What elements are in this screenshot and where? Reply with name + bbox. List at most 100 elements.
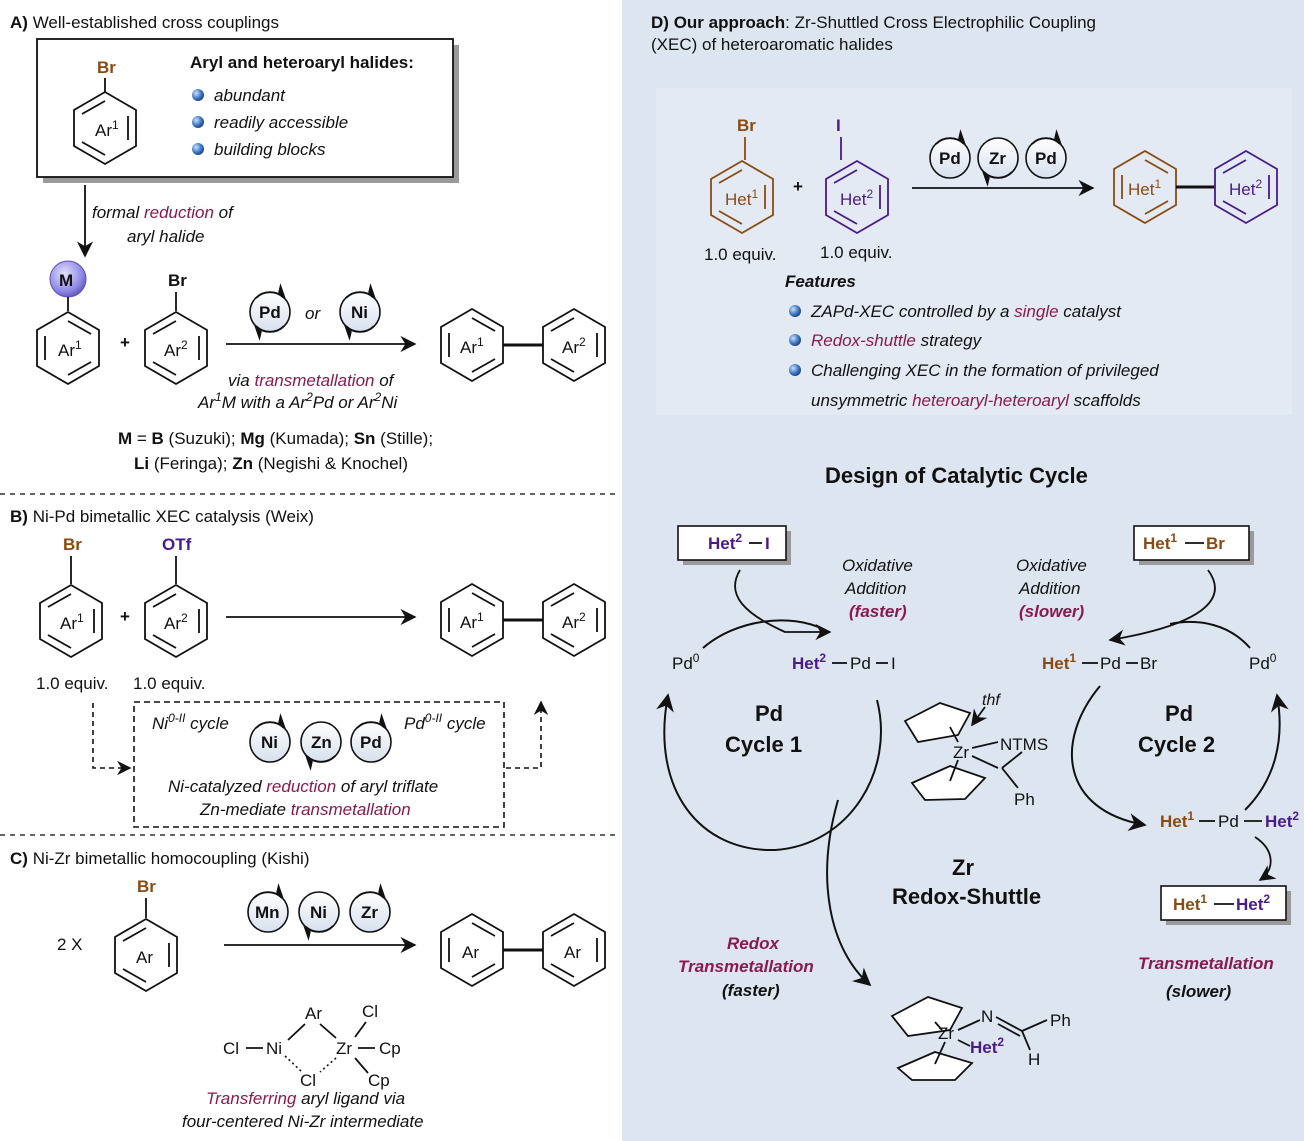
aryl-ring: Ar1 xyxy=(73,90,137,166)
het2-iodide-ring: Het2 xyxy=(825,159,889,235)
svg-text:Ar: Ar xyxy=(462,943,479,962)
svg-text:I: I xyxy=(891,654,896,673)
svg-text:Het1: Het1 xyxy=(1128,177,1161,199)
svg-text:(faster): (faster) xyxy=(849,602,907,621)
svg-text:Ni: Ni xyxy=(266,1039,282,1058)
via-note: via transmetallation of xyxy=(228,371,396,390)
svg-text:(slower): (slower) xyxy=(1166,982,1232,1001)
biaryl-product-c: Ar Ar xyxy=(440,912,606,988)
svg-text:(slower): (slower) xyxy=(1019,602,1085,621)
svg-text:Zr: Zr xyxy=(989,149,1006,168)
svg-text:Het1: Het1 xyxy=(1173,892,1207,914)
svg-text:Mn: Mn xyxy=(255,903,280,922)
box-item: building blocks xyxy=(214,140,326,159)
het-het-product: Het1 Het2 xyxy=(1113,149,1278,225)
bromine-label: Br xyxy=(97,58,116,77)
svg-text:Ar2: Ar2 xyxy=(562,610,586,632)
box-heading: Aryl and heteroaryl halides: xyxy=(190,53,414,72)
svg-text:Cp: Cp xyxy=(368,1071,390,1090)
aryl-bromide-ring: Ar2 xyxy=(144,310,208,386)
bromine-label: Br xyxy=(168,271,187,290)
svg-text:1.0 equiv.: 1.0 equiv. xyxy=(36,674,108,693)
svg-text:Het1: Het1 xyxy=(1160,809,1194,831)
svg-text:Ar: Ar xyxy=(564,943,581,962)
svg-text:Het2: Het2 xyxy=(970,1035,1004,1057)
cycle-1-arc xyxy=(656,693,882,852)
svg-text:Pd: Pd xyxy=(259,303,281,322)
svg-text:Ar1: Ar1 xyxy=(460,335,484,357)
panel-c: C) Ni-Zr bimetallic homocoupling (Kishi)… xyxy=(10,849,606,1131)
svg-text:Cl: Cl xyxy=(300,1071,316,1090)
svg-text:1.0 equiv.: 1.0 equiv. xyxy=(704,245,776,264)
svg-text:Cp: Cp xyxy=(379,1039,401,1058)
svg-text:Ar2: Ar2 xyxy=(562,335,586,357)
svg-text:Het1: Het1 xyxy=(725,187,758,209)
svg-text:I: I xyxy=(836,116,841,135)
svg-text:Ar1: Ar1 xyxy=(58,338,82,360)
svg-text:Cl: Cl xyxy=(223,1039,239,1058)
panel-b-title: B) Ni-Pd bimetallic XEC catalysis (Weix) xyxy=(10,507,314,526)
svg-text:four-centered Ni-Zr intermedia: four-centered Ni-Zr intermediate xyxy=(182,1112,424,1131)
svg-text:H: H xyxy=(1028,1050,1040,1069)
svg-text:Pd: Pd xyxy=(939,149,961,168)
svg-text:or: or xyxy=(305,304,321,323)
svg-text:Cycle 2: Cycle 2 xyxy=(1138,732,1215,757)
bullet-icon xyxy=(789,334,801,346)
cycle-2-arc-right xyxy=(1244,693,1289,811)
cycle-2-arc-top xyxy=(1169,620,1251,649)
svg-text:Zn-mediate transmetallation: Zn-mediate transmetallation xyxy=(199,800,411,819)
svg-text:Br: Br xyxy=(1140,654,1157,673)
svg-text:Zn: Zn xyxy=(311,733,332,752)
pd-catalyst-icon: Pd xyxy=(249,283,291,341)
het1-bromide-ring: Het1 xyxy=(710,159,774,235)
reduction-note-2: aryl halide xyxy=(127,227,205,246)
svg-text:Het2: Het2 xyxy=(1265,809,1299,831)
reduction-note: formal reduction of xyxy=(92,203,235,222)
svg-text:ZAPd-XEC controlled by a singl: ZAPd-XEC controlled by a single catalyst xyxy=(810,302,1122,321)
svg-text:+: + xyxy=(120,333,130,352)
dashed-arrow-out xyxy=(506,700,549,769)
svg-text:Ni-catalyzed reduction of aryl: Ni-catalyzed reduction of aryl triflate xyxy=(168,777,438,796)
svg-text:Ni: Ni xyxy=(310,903,327,922)
svg-text:1.0 equiv.: 1.0 equiv. xyxy=(820,243,892,262)
svg-text:(faster): (faster) xyxy=(722,981,780,1000)
het1-br-box xyxy=(1133,525,1250,561)
via-note-2: Ar1M with a Ar2Pd or Ar2Ni xyxy=(197,390,398,412)
aryl-metal-ring: Ar1 xyxy=(36,310,100,386)
zirconocene-amido-complex: Zr N Ph H Het2 xyxy=(890,996,1071,1081)
svg-text:Br: Br xyxy=(737,116,756,135)
svg-text:+: + xyxy=(120,607,130,626)
svg-text:Ar1: Ar1 xyxy=(95,118,119,140)
svg-text:(XEC) of heteroaromatic halide: (XEC) of heteroaromatic halides xyxy=(651,35,893,54)
ni-zn-pd-cycle-icons: Ni Zn Pd xyxy=(249,713,392,771)
oa-arrow-1 xyxy=(734,569,832,641)
svg-text:Ni: Ni xyxy=(261,733,278,752)
zirconocene-imine-complex: thf Zr NTMS Ph xyxy=(903,692,1048,809)
svg-text:Addition: Addition xyxy=(1018,579,1080,598)
svg-text:2 X: 2 X xyxy=(57,935,83,954)
panel-d-title: D) Our approach: Zr-Shuttled Cross Elect… xyxy=(651,13,1096,32)
svg-text:Ar: Ar xyxy=(305,1004,322,1023)
het2-i-box xyxy=(677,525,787,561)
svg-text:Pd: Pd xyxy=(1100,654,1121,673)
svg-text:Challenging XEC in the formati: Challenging XEC in the formation of priv… xyxy=(811,361,1159,380)
ni-zr-intermediate: Cl Ni Ar Zr Cl Cp Cl Cp xyxy=(223,1002,401,1090)
svg-text:Zr: Zr xyxy=(952,855,974,880)
svg-text:Ar2: Ar2 xyxy=(164,338,188,360)
biaryl-product-a: Ar1 Ar2 xyxy=(440,307,606,383)
svg-text:Het2: Het2 xyxy=(792,651,826,673)
svg-text:Zr: Zr xyxy=(361,903,378,922)
svg-text:+: + xyxy=(793,177,803,196)
het1-het2-box xyxy=(1160,885,1287,921)
svg-text:Br: Br xyxy=(137,877,156,896)
panel-a: A) Well-established cross couplings Br A… xyxy=(10,13,606,473)
svg-text:Cl: Cl xyxy=(362,1002,378,1021)
svg-text:Redox-Shuttle: Redox-Shuttle xyxy=(892,884,1041,909)
oa-arrow-2 xyxy=(1108,569,1216,646)
svg-text:Redox-shuttle strategy: Redox-shuttle strategy xyxy=(811,331,983,350)
svg-text:Oxidative: Oxidative xyxy=(842,556,913,575)
svg-text:Redox: Redox xyxy=(727,934,781,953)
svg-text:N: N xyxy=(981,1007,993,1026)
svg-text:Transmetallation: Transmetallation xyxy=(1138,954,1274,973)
reductive-elimination-arrow xyxy=(1254,836,1277,881)
